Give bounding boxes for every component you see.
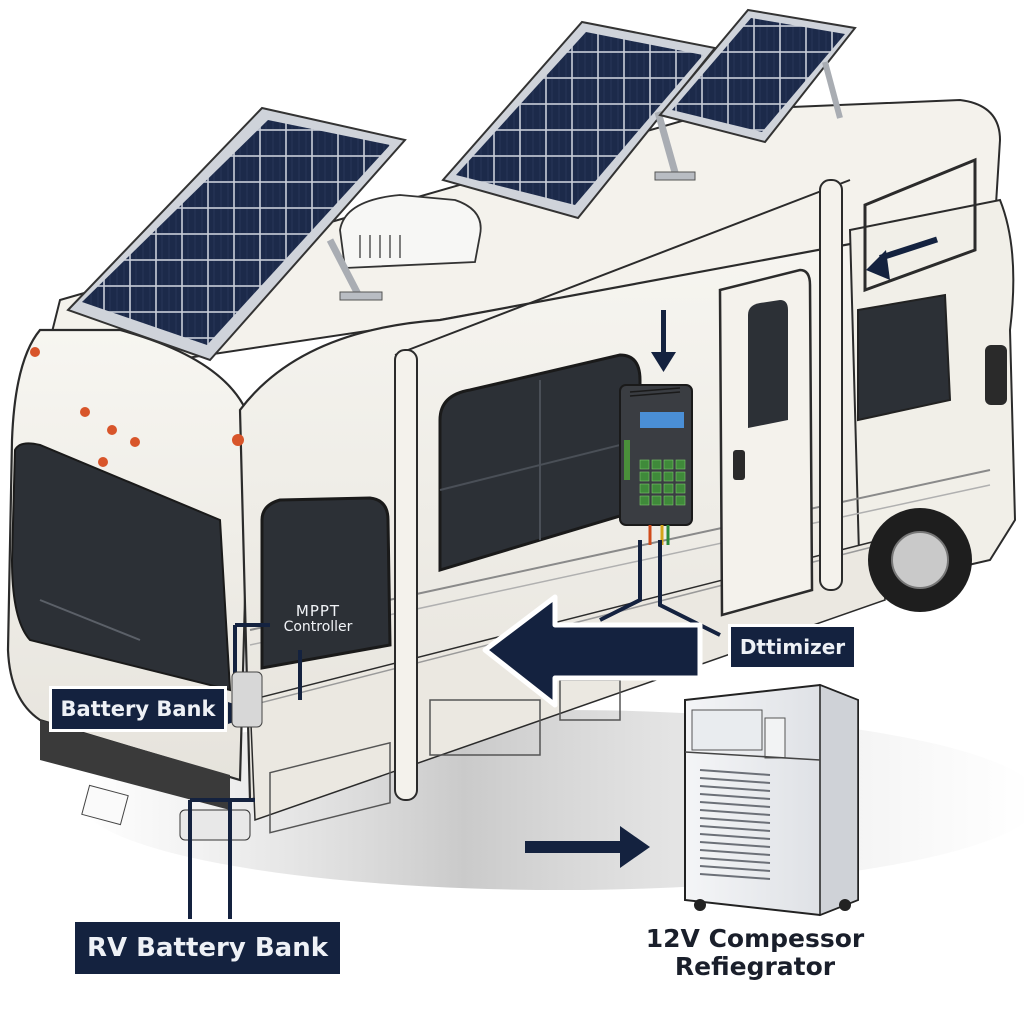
fridge-controls	[764, 717, 786, 759]
marker-lights	[30, 347, 244, 467]
license-plate	[81, 784, 129, 826]
solar-panel-rear	[658, 8, 857, 144]
side-window-front	[260, 496, 392, 670]
solar-panel-middle	[441, 20, 717, 220]
refrigerator-label: 12V Compessor Refiegrator	[620, 925, 890, 980]
charge-controller-device	[619, 384, 693, 545]
rv-battery-bank-label: RV Battery Bank	[75, 922, 340, 974]
arrow-toward-cab-icon	[866, 236, 938, 280]
windshield	[10, 442, 232, 692]
lcd-display	[640, 412, 684, 428]
mppt-label-line2: Controller	[283, 618, 353, 635]
arrows	[482, 236, 938, 868]
fridge-vents	[699, 769, 771, 880]
refrigerator-label-line1: 12V Compessor	[645, 924, 865, 953]
front-grille	[40, 720, 230, 810]
battery-box	[231, 671, 263, 728]
portable-refrigerator	[684, 683, 859, 917]
mppt-label-line1: MPPT	[295, 602, 341, 620]
entry-door	[718, 268, 814, 617]
optimizer-label: Dttimizer	[731, 627, 854, 667]
solar-panel-front	[66, 106, 407, 362]
battery-bank-label: Battery Bank	[52, 689, 224, 729]
door-handle	[733, 450, 745, 480]
arrow-into-controller-icon	[651, 310, 676, 372]
door-window	[748, 300, 788, 428]
keypad	[639, 459, 686, 506]
fridge-window	[691, 709, 763, 751]
arrow-to-refrigerator-icon	[525, 826, 650, 868]
refrigerator-label-line2: Refiegrator	[674, 951, 836, 981]
headlight	[179, 809, 251, 841]
mppt-controller-label: MPPT Controller	[268, 602, 368, 635]
roof-ac-unit	[339, 194, 482, 269]
large-arrow-left-icon	[482, 594, 703, 708]
